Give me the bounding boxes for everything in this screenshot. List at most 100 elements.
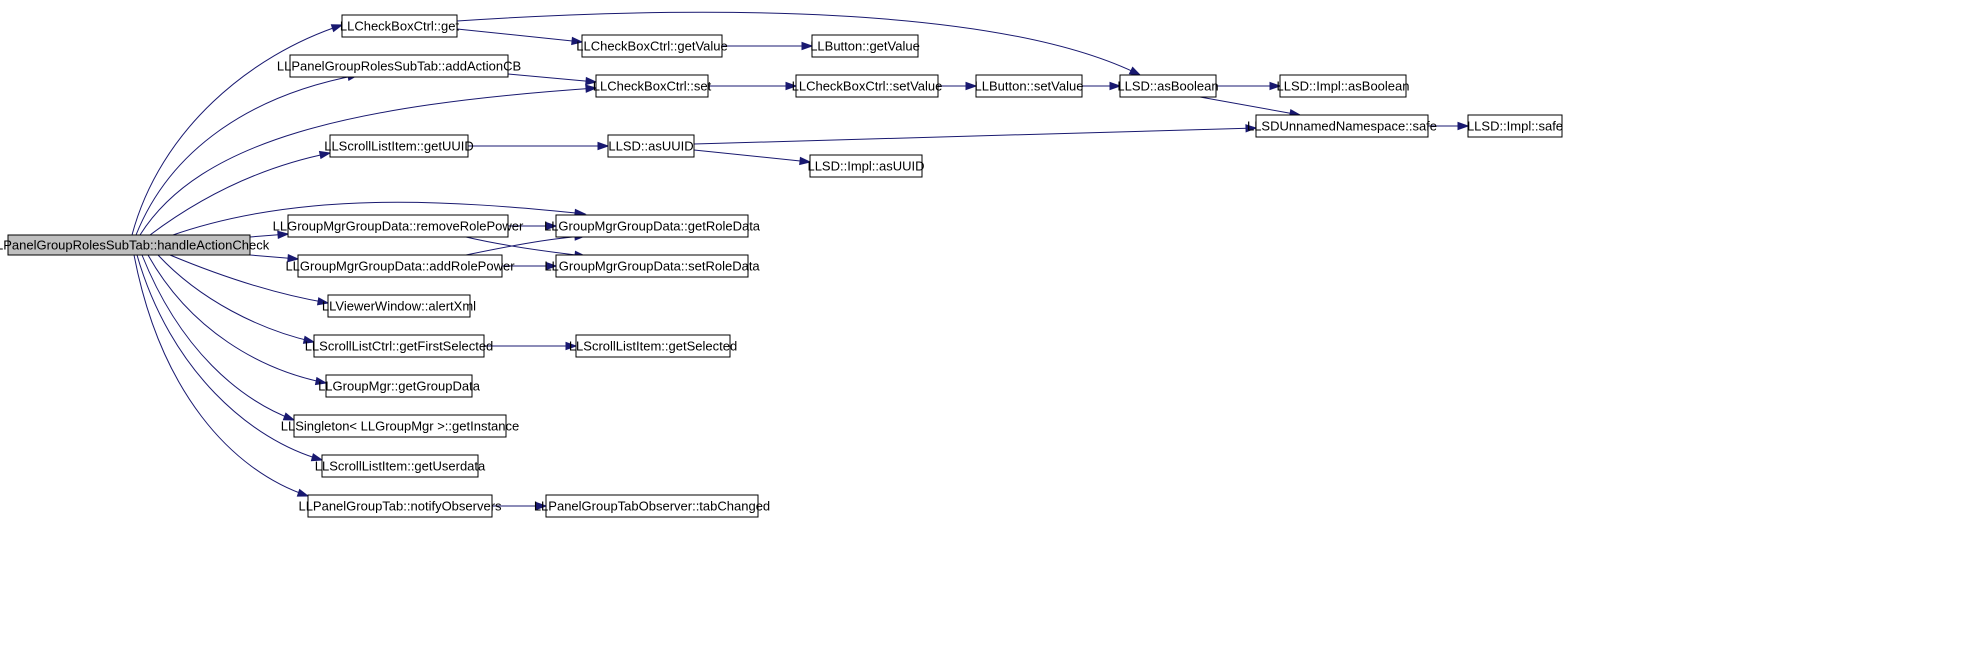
edge-handleActionCheck-to-notifyObservers — [133, 254, 310, 497]
node-sli_getSelected[interactable]: LLScrollListItem::getSelected — [569, 334, 737, 358]
node-addRolePower[interactable]: LLGroupMgrGroupData::addRolePower — [285, 254, 515, 278]
node-box — [545, 494, 759, 518]
node-box — [555, 254, 749, 278]
edge-handleActionCheck-to-sli_getUUID — [149, 150, 332, 236]
node-impl_asBoolean[interactable]: LLSD::Impl::asBoolean — [1277, 74, 1410, 98]
edge-cb_getValue-to-btn_getValue — [722, 41, 814, 51]
arrowhead-icon — [1457, 121, 1470, 131]
node-label: LLGroupMgrGroupData::addRolePower — [285, 259, 515, 274]
edge-line — [131, 24, 343, 236]
edge-cb_get-to-cb_getValue — [456, 28, 584, 46]
node-label: LLButton::getValue — [810, 39, 920, 54]
node-label: LLPanelGroupTab::notifyObservers — [298, 499, 502, 514]
node-cb_set[interactable]: LLCheckBoxCtrl::set — [593, 74, 712, 98]
edge-asUUID-to-impl_asUUID — [693, 149, 812, 166]
arrowhead-icon — [785, 81, 798, 91]
edge-sli_getUUID-to-asUUID — [468, 141, 610, 151]
node-box — [1467, 114, 1563, 138]
arrowhead-icon — [302, 335, 316, 344]
node-impl_asUUID[interactable]: LLSD::Impl::asUUID — [807, 154, 925, 178]
node-getUserdata[interactable]: LLScrollListItem::getUserdata — [315, 454, 486, 478]
node-addActionCB[interactable]: LLPanelGroupRolesSubTab::addActionCB — [277, 54, 521, 78]
node-box — [811, 34, 919, 58]
edge-cb_get-to-asBoolean — [456, 11, 1142, 76]
node-box — [289, 54, 509, 78]
node-label: LLScrollListItem::getUserdata — [315, 459, 486, 474]
edge-line — [141, 254, 295, 421]
edge-line — [169, 201, 586, 237]
arrowhead-icon — [585, 84, 598, 93]
arrowhead-icon — [330, 24, 344, 33]
node-getFirstSelected[interactable]: LLScrollListCtrl::getFirstSelected — [305, 334, 494, 358]
node-label: LLPanelGroupRolesSubTab::addActionCB — [277, 59, 521, 74]
node-handleActionCheck[interactable]: LLPanelGroupRolesSubTab::handleActionChe… — [0, 234, 270, 256]
edge-handleActionCheck-to-getFirstSelected — [157, 254, 316, 344]
node-box — [313, 334, 485, 358]
edge-getFirstSelected-to-sli_getSelected — [484, 341, 578, 351]
node-label: LLGroupMgrGroupData::setRoleData — [544, 259, 760, 274]
arrowhead-icon — [310, 453, 324, 462]
edges-layer — [131, 11, 1470, 511]
edge-btn_setValue-to-asBoolean — [1082, 81, 1122, 91]
edge-addActionCB-to-cb_set — [507, 73, 598, 86]
edge-asBoolean-to-impl_asBoolean — [1216, 81, 1282, 91]
node-sli_getUUID[interactable]: LLScrollListItem::getUUID — [324, 134, 474, 158]
edge-handleActionCheck-to-cb_get — [131, 24, 344, 236]
node-label: LLSingleton< LLGroupMgr >::getInstance — [281, 419, 520, 434]
node-box — [607, 134, 695, 158]
node-cb_get[interactable]: LLCheckBoxCtrl::get — [340, 14, 460, 38]
node-box — [1255, 114, 1429, 138]
node-label: LLPanelGroupTabObserver::tabChanged — [534, 499, 770, 514]
node-cb_setValue[interactable]: LLCheckBoxCtrl::setValue — [792, 74, 943, 98]
edge-handleActionCheck-to-getUserdata — [136, 254, 324, 462]
node-getRoleData[interactable]: LLGroupMgrGroupData::getRoleData — [544, 214, 761, 238]
arrowhead-icon — [545, 221, 558, 231]
node-label: LLSD::asBoolean — [1117, 79, 1218, 94]
node-getGroupData[interactable]: LLGroupMgr::getGroupData — [318, 374, 481, 398]
arrowhead-icon — [535, 501, 548, 511]
node-setRoleData[interactable]: LLGroupMgrGroupData::setRoleData — [544, 254, 760, 278]
arrowhead-icon — [1128, 66, 1142, 76]
edge-line — [169, 254, 329, 304]
node-box — [795, 74, 939, 98]
arrowhead-icon — [1269, 81, 1282, 91]
node-box — [341, 14, 458, 38]
node-box — [307, 494, 493, 518]
arrowhead-icon — [277, 230, 290, 240]
node-label: LLPanelGroupRolesSubTab::handleActionChe… — [0, 238, 270, 253]
node-asUUID[interactable]: LLSD::asUUID — [607, 134, 695, 158]
edge-notifyObservers-to-tabChanged — [492, 501, 548, 511]
edge-line — [149, 152, 331, 236]
arrowhead-icon — [1245, 124, 1258, 133]
node-btn_getValue[interactable]: LLButton::getValue — [810, 34, 920, 58]
node-cb_getValue[interactable]: LLCheckBoxCtrl::getValue — [576, 34, 728, 58]
edge-line — [136, 254, 323, 461]
node-box — [287, 214, 509, 238]
node-label: LLGroupMgr::getGroupData — [318, 379, 481, 394]
node-label: LLGroupMgrGroupData::removeRolePower — [273, 219, 524, 234]
node-removeRolePower[interactable]: LLGroupMgrGroupData::removeRolePower — [273, 214, 524, 238]
edge-asUUID-to-safe — [693, 124, 1258, 145]
node-box — [1119, 74, 1217, 98]
edge-addRolePower-to-setRoleData — [502, 261, 558, 271]
node-label: LLCheckBoxCtrl::getValue — [576, 39, 728, 54]
node-box — [581, 34, 723, 58]
node-alertXml[interactable]: LLViewerWindow::alertXml — [322, 294, 476, 318]
node-impl_safe[interactable]: LLSD::Impl::safe — [1467, 114, 1563, 138]
node-box — [293, 414, 507, 438]
node-btn_setValue[interactable]: LLButton::setValue — [975, 74, 1084, 98]
arrowhead-icon — [965, 81, 978, 91]
edge-line — [1199, 96, 1301, 116]
node-label: LLScrollListCtrl::getFirstSelected — [305, 339, 494, 354]
node-safe[interactable]: LLSDUnnamedNamespace::safe — [1247, 114, 1437, 138]
node-asBoolean[interactable]: LLSD::asBoolean — [1117, 74, 1219, 98]
node-notifyObservers[interactable]: LLPanelGroupTab::notifyObservers — [298, 494, 502, 518]
edge-handleActionCheck-to-cb_set — [139, 84, 598, 236]
node-tabChanged[interactable]: LLPanelGroupTabObserver::tabChanged — [534, 494, 770, 518]
node-label: LLScrollListItem::getSelected — [569, 339, 737, 354]
edge-line — [157, 254, 315, 343]
node-label: LLScrollListItem::getUUID — [324, 139, 474, 154]
node-getInstance[interactable]: LLSingleton< LLGroupMgr >::getInstance — [281, 414, 520, 438]
edge-line — [693, 127, 1257, 145]
node-label: LLButton::setValue — [975, 79, 1084, 94]
